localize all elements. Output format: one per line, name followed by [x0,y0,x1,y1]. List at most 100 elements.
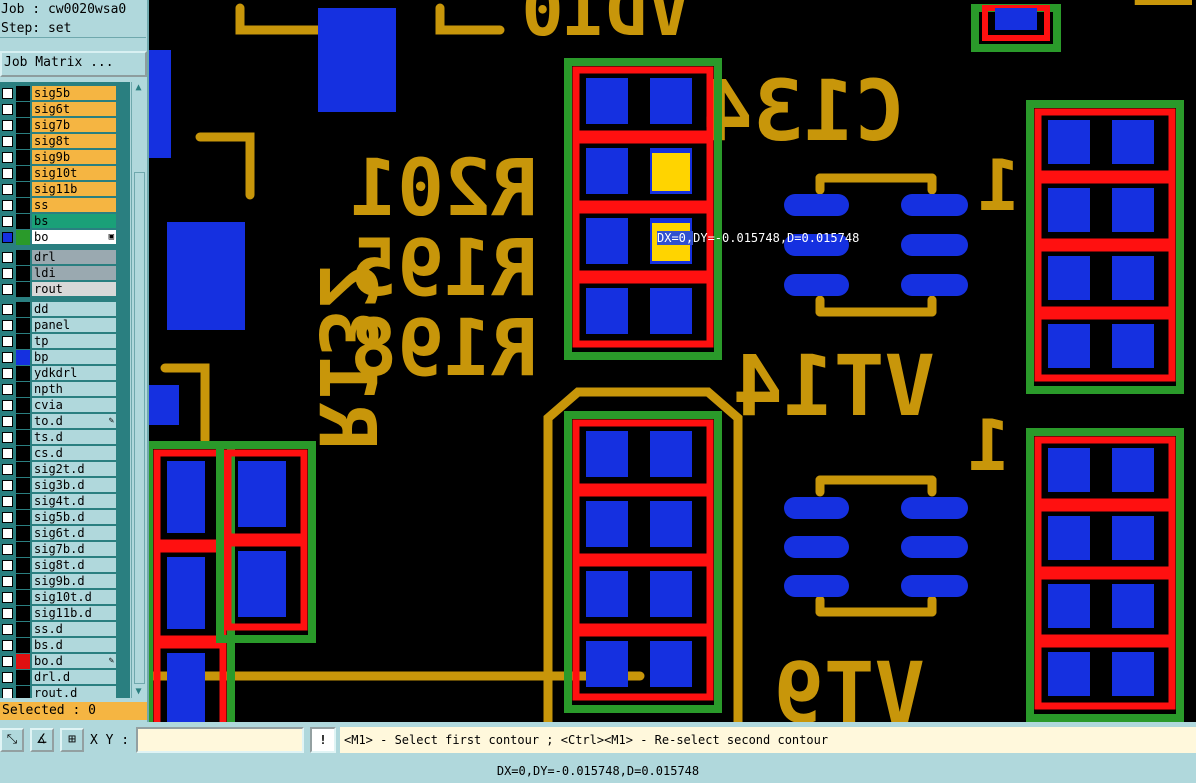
layer-row-sig6t-d[interactable]: sig6t.d [0,526,116,541]
layer-checkbox[interactable] [2,480,13,491]
layer-color-swatch[interactable] [16,686,30,698]
layer-color-swatch[interactable] [16,398,30,413]
graphics-canvas[interactable]: C134 R201 R195 R198 VT14 VT9 R132 VD10 R… [149,0,1196,722]
layer-row-bo-d[interactable]: bo.d✎ [0,654,116,669]
layer-color-swatch[interactable] [16,334,30,349]
layer-color-swatch[interactable] [16,542,30,557]
layer-name[interactable]: sig8t [32,134,116,148]
layer-row-rout[interactable]: rout [0,282,116,297]
layer-checkbox[interactable] [2,624,13,635]
layer-color-swatch[interactable] [16,414,30,429]
layer-name[interactable]: to.d✎ [32,414,116,428]
layer-checkbox[interactable] [2,432,13,443]
layer-checkbox[interactable] [2,400,13,411]
layer-color-swatch[interactable] [16,302,30,317]
layer-checkbox[interactable] [2,336,13,347]
layer-checkbox[interactable] [2,512,13,523]
layer-checkbox[interactable] [2,640,13,651]
layer-checkbox[interactable] [2,688,13,698]
layer-row-sig7b-d[interactable]: sig7b.d [0,542,116,557]
layer-name[interactable]: sig11b [32,182,116,196]
xy-input[interactable] [136,727,304,753]
layer-row-to-d[interactable]: to.d✎ [0,414,116,429]
layer-name[interactable]: sig7b.d [32,542,116,556]
layer-row-cvia[interactable]: cvia [0,398,116,413]
layer-name[interactable]: bp [32,350,116,364]
layer-name[interactable]: ts.d [32,430,116,444]
grid-icon[interactable]: ⊞ [60,728,84,752]
layer-row-drl[interactable]: drl [0,250,116,265]
layer-row-sig5b-d[interactable]: sig5b.d [0,510,116,525]
layer-checkbox[interactable] [2,496,13,507]
layer-color-swatch[interactable] [16,182,30,197]
layer-row-tp[interactable]: tp [0,334,116,349]
layer-checkbox[interactable] [2,200,13,211]
layer-color-swatch[interactable] [16,166,30,181]
layer-checkbox[interactable] [2,320,13,331]
layer-name[interactable]: cs.d [32,446,116,460]
layer-name[interactable]: ldi [32,266,116,280]
layer-color-swatch[interactable] [16,670,30,685]
layer-row-sig10t-d[interactable]: sig10t.d [0,590,116,605]
alert-icon[interactable]: ! [310,727,336,753]
layer-color-swatch[interactable] [16,230,30,245]
layer-checkbox[interactable] [2,448,13,459]
layer-row-ts-d[interactable]: ts.d [0,430,116,445]
layer-name[interactable]: cvia [32,398,116,412]
layer-color-swatch[interactable] [16,654,30,669]
layer-row-bo[interactable]: bo▣ [0,230,116,245]
layer-color-swatch[interactable] [16,318,30,333]
layer-row-sig7b[interactable]: sig7b [0,118,116,133]
layer-name[interactable]: sig5b [32,86,116,100]
layer-color-swatch[interactable] [16,266,30,281]
scroll-thumb[interactable] [134,172,145,684]
layer-row-sig10t[interactable]: sig10t [0,166,116,181]
layer-row-bp[interactable]: bp [0,350,116,365]
layer-color-swatch[interactable] [16,510,30,525]
layer-name[interactable]: sig9b [32,150,116,164]
layer-color-swatch[interactable] [16,86,30,101]
layer-name[interactable]: sig7b [32,118,116,132]
layer-color-swatch[interactable] [16,638,30,653]
layer-checkbox[interactable] [2,88,13,99]
layer-row-sig8t-d[interactable]: sig8t.d [0,558,116,573]
layer-checkbox[interactable] [2,560,13,571]
layer-name[interactable]: sig6t.d [32,526,116,540]
layer-checkbox[interactable] [2,592,13,603]
layer-checkbox[interactable] [2,416,13,427]
layer-name[interactable]: rout [32,282,116,296]
layer-name[interactable]: bs.d [32,638,116,652]
layer-row-sig11b[interactable]: sig11b [0,182,116,197]
layer-color-swatch[interactable] [16,462,30,477]
layer-color-swatch[interactable] [16,134,30,149]
layer-checkbox[interactable] [2,252,13,263]
layer-color-swatch[interactable] [16,250,30,265]
layer-name[interactable]: rout.d [32,686,116,698]
layer-color-swatch[interactable] [16,430,30,445]
layer-row-bs[interactable]: bs [0,214,116,229]
layer-checkbox[interactable] [2,152,13,163]
layer-checkbox[interactable] [2,136,13,147]
layer-checkbox[interactable] [2,168,13,179]
layer-row-sig3b-d[interactable]: sig3b.d [0,478,116,493]
snap-icon[interactable]: ⤡ [0,728,24,752]
layer-color-swatch[interactable] [16,350,30,365]
layer-color-swatch[interactable] [16,478,30,493]
layer-name[interactable]: drl.d [32,670,116,684]
layer-checkbox[interactable] [2,464,13,475]
layer-name[interactable]: npth [32,382,116,396]
layer-name[interactable]: sig2t.d [32,462,116,476]
layer-name[interactable]: sig6t [32,102,116,116]
layer-name[interactable]: tp [32,334,116,348]
layer-checkbox[interactable] [2,384,13,395]
layer-name[interactable]: drl [32,250,116,264]
layer-checkbox[interactable] [2,284,13,295]
layer-color-swatch[interactable] [16,558,30,573]
layer-row-ss-d[interactable]: ss.d [0,622,116,637]
layer-color-swatch[interactable] [16,606,30,621]
layer-checkbox[interactable] [2,528,13,539]
layer-checkbox[interactable] [2,608,13,619]
layer-checkbox[interactable] [2,104,13,115]
layer-color-swatch[interactable] [16,366,30,381]
measure-icon[interactable]: ∡ [30,728,54,752]
